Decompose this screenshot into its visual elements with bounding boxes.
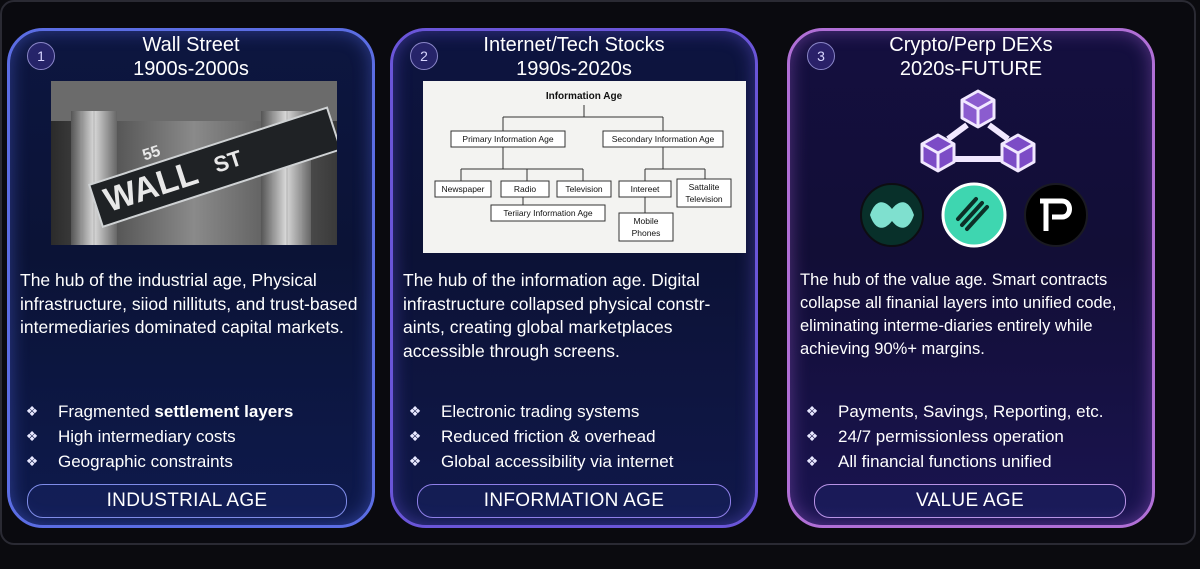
edgex-logo-icon bbox=[941, 182, 1007, 248]
svg-text:Secondary Information Age: Secondary Information Age bbox=[612, 134, 715, 144]
svg-text:Radio: Radio bbox=[514, 184, 536, 194]
svg-text:Primary Information Age: Primary Information Age bbox=[462, 134, 553, 144]
svg-text:Teriiary Information Age: Teriiary Information Age bbox=[503, 208, 593, 218]
age-label-pill: INDUSTRIAL AGE bbox=[27, 484, 347, 518]
blockchain-cubes-icon bbox=[920, 89, 1036, 173]
card-description: The hub of the value age. Smart contract… bbox=[800, 271, 1117, 358]
list-item: ❖ Electronic trading systems bbox=[405, 399, 747, 424]
list-item: ❖ Reduced friction & overhead bbox=[405, 424, 747, 449]
list-item: ❖ High intermediary costs bbox=[22, 424, 364, 449]
list-item: ❖ Global accessibility via internet bbox=[405, 449, 747, 474]
svg-text:Television: Television bbox=[685, 194, 723, 204]
step-number-badge: 2 bbox=[410, 42, 438, 70]
card-title: Crypto/Perp DEXs 2020s-FUTURE bbox=[889, 34, 1053, 80]
list-item: ❖ All financial functions unified bbox=[802, 449, 1144, 474]
svg-text:Intereet: Intereet bbox=[631, 184, 660, 194]
feature-list: ❖ Electronic trading systems ❖ Reduced f… bbox=[405, 399, 747, 474]
diamond-bullet-icon: ❖ bbox=[408, 403, 422, 419]
diamond-bullet-icon: ❖ bbox=[408, 428, 422, 444]
step-number-badge: 3 bbox=[807, 42, 835, 70]
feature-list: ❖ Fragmented settlement layers ❖ High in… bbox=[22, 399, 364, 474]
information-age-diagram: Information Age Primary Information Age … bbox=[423, 81, 746, 253]
card-description: The hub of the industrial age, Physical … bbox=[20, 270, 358, 337]
diamond-bullet-icon: ❖ bbox=[408, 453, 422, 469]
list-item: ❖ Payments, Savings, Reporting, etc. bbox=[802, 399, 1144, 424]
svg-text:Phones: Phones bbox=[632, 228, 661, 238]
diamond-bullet-icon: ❖ bbox=[25, 403, 39, 419]
diamond-bullet-icon: ❖ bbox=[805, 453, 819, 469]
card-internet-tech: 2 Internet/Tech Stocks 1990s-2020s Infor… bbox=[390, 28, 758, 528]
card-title: Wall Street 1900s-2000s bbox=[133, 34, 249, 80]
svg-text:Sattalite: Sattalite bbox=[689, 182, 720, 192]
svg-text:Information Age: Information Age bbox=[546, 91, 623, 102]
feature-list: ❖ Payments, Savings, Reporting, etc. ❖ 2… bbox=[802, 399, 1144, 474]
step-number-badge: 1 bbox=[27, 42, 55, 70]
svg-text:Television: Television bbox=[565, 184, 603, 194]
diamond-bullet-icon: ❖ bbox=[25, 453, 39, 469]
list-item: ❖ Fragmented settlement layers bbox=[22, 399, 364, 424]
hyperliquid-logo-icon bbox=[860, 183, 924, 247]
diamond-bullet-icon: ❖ bbox=[805, 403, 819, 419]
list-item: ❖ Geographic constraints bbox=[22, 449, 364, 474]
card-crypto-perp: 3 Crypto/Perp DEXs 2020s-FUTURE bbox=[787, 28, 1155, 528]
age-label-pill: INFORMATION AGE bbox=[417, 484, 731, 518]
card-wall-street: 1 Wall Street 1900s-2000s bbox=[7, 28, 375, 528]
wall-street-sign-image: WALL ST 55 bbox=[51, 81, 337, 245]
diamond-bullet-icon: ❖ bbox=[25, 428, 39, 444]
card-title: Internet/Tech Stocks 1990s-2020s bbox=[483, 34, 665, 80]
svg-text:Mobile: Mobile bbox=[633, 216, 658, 226]
diamond-bullet-icon: ❖ bbox=[805, 428, 819, 444]
card-description: The hub of the information age. Digital … bbox=[403, 270, 711, 361]
svg-text:55: 55 bbox=[140, 143, 162, 165]
paradex-logo-icon bbox=[1024, 183, 1088, 247]
list-item: ❖ 24/7 permissionless operation bbox=[802, 424, 1144, 449]
age-label-pill: VALUE AGE bbox=[814, 484, 1126, 518]
crypto-logos-group bbox=[820, 81, 1130, 251]
svg-text:Newspaper: Newspaper bbox=[442, 184, 485, 194]
